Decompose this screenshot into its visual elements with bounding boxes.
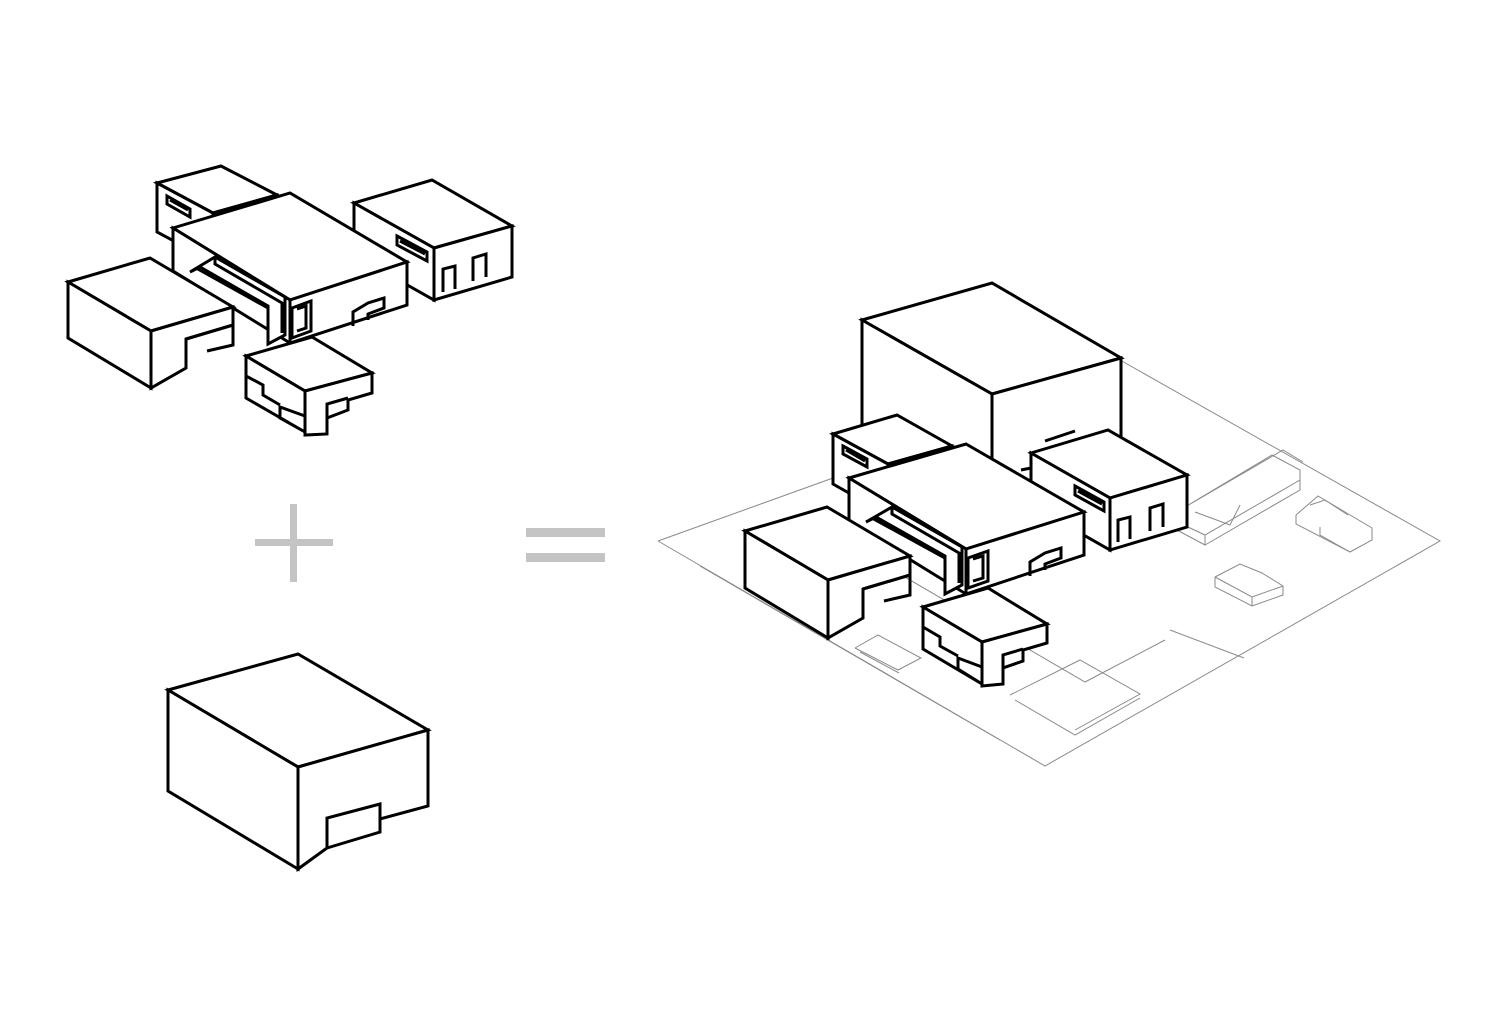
added-volume [164, 652, 432, 872]
block-central [845, 442, 1088, 597]
block-left [64, 256, 237, 391]
block-front [919, 586, 1051, 688]
neighbor-shed [1214, 563, 1284, 607]
block-right [1020, 428, 1191, 553]
existing-buildings-cluster [64, 164, 516, 437]
combined-site-model [657, 281, 1442, 767]
equals-sign [526, 528, 605, 562]
plus-sign [255, 504, 333, 582]
block-left [741, 505, 914, 641]
neighbor-house-long [1174, 449, 1304, 546]
block-central [169, 191, 411, 347]
site-context [657, 359, 1442, 767]
neighbor-house-right [1295, 495, 1373, 553]
block-front [242, 335, 376, 437]
